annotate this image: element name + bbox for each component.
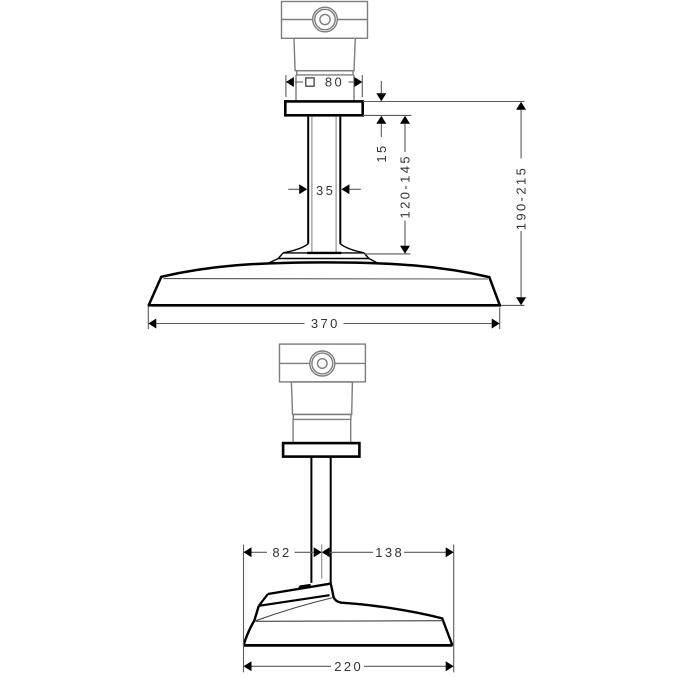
svg-text:190-215: 190-215 bbox=[514, 166, 529, 231]
svg-text:15: 15 bbox=[374, 143, 389, 162]
svg-text:220: 220 bbox=[334, 659, 363, 674]
svg-text:35: 35 bbox=[316, 183, 335, 198]
svg-text:82: 82 bbox=[272, 545, 291, 560]
svg-text:138: 138 bbox=[375, 545, 404, 560]
svg-text:80: 80 bbox=[325, 75, 344, 90]
svg-text:370: 370 bbox=[311, 316, 340, 331]
svg-text:120-145: 120-145 bbox=[398, 154, 413, 219]
